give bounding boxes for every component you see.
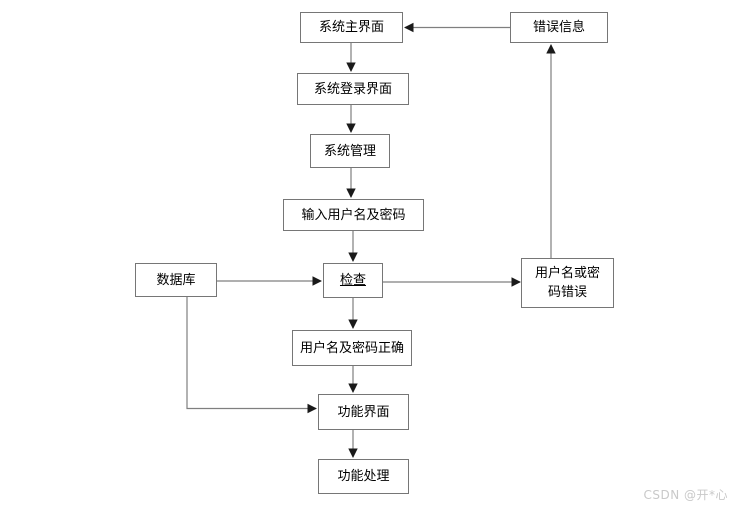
node-system-login-ui: 系统登录界面 xyxy=(297,73,409,105)
node-system-management: 系统管理 xyxy=(310,134,390,168)
csdn-watermark: CSDN @开*心 xyxy=(643,488,728,502)
node-function-ui: 功能界面 xyxy=(318,394,409,430)
node-system-main-ui: 系统主界面 xyxy=(300,12,403,43)
node-check: 检查 xyxy=(323,263,383,298)
node-database: 数据库 xyxy=(135,263,217,297)
node-input-credentials: 输入用户名及密码 xyxy=(283,199,424,231)
node-credentials-correct: 用户名及密码正确 xyxy=(292,330,412,366)
node-function-processing: 功能处理 xyxy=(318,459,409,494)
node-error-info: 错误信息 xyxy=(510,12,608,43)
node-credentials-error: 用户名或密 码错误 xyxy=(521,258,614,308)
